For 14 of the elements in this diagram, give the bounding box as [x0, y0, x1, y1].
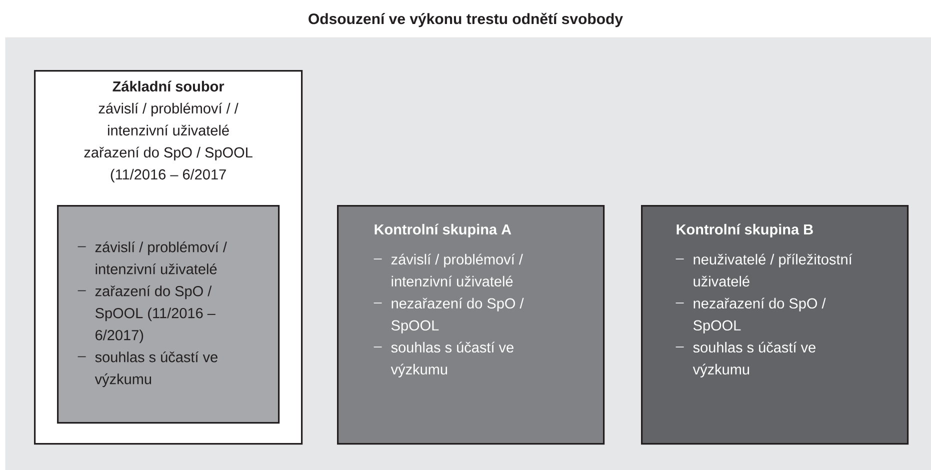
heading: Základní soubor [112, 80, 224, 92]
group-box [337, 204, 605, 445]
inner-box [57, 204, 280, 424]
list-item: souhlas s účastí ve výzkumu [373, 342, 514, 378]
description: (11/2016 – 6/2017 [110, 168, 226, 182]
heading: Kontrolní skupina A [374, 224, 512, 238]
description: zařazení do SpO / SpOOL [84, 146, 252, 160]
list-item: zařazení do SpO / SpOOL (11/2016 – 6/2017) [77, 285, 216, 344]
list-item: souhlas s účastí ve výzkumu [77, 351, 218, 388]
heading: Kontrolní skupina B [676, 224, 813, 238]
heading: Odsouzení ve výkonu trestu odnětí svobody [308, 12, 623, 28]
group-box [641, 204, 909, 445]
description: závislí / problémoví / / intenzivní uživatelé [98, 102, 238, 136]
list-item: souhlas s účastí ve výzkumu [675, 342, 816, 378]
